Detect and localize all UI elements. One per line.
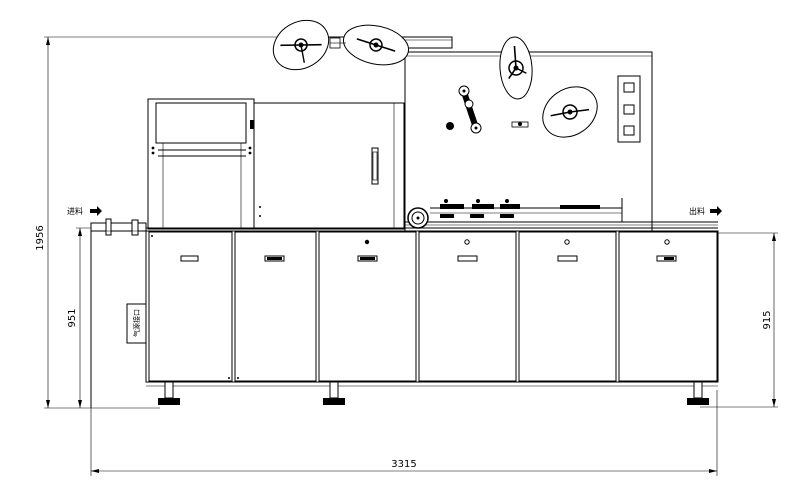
foot-right bbox=[687, 381, 709, 405]
outfeed-arrow-icon bbox=[710, 206, 722, 216]
die-cut-station bbox=[407, 198, 623, 229]
conveyor-table bbox=[90, 218, 718, 236]
reel-unwind-1 bbox=[272, 19, 330, 71]
reel-rewind-1 bbox=[499, 36, 533, 100]
dimension-right-height: 915 bbox=[700, 232, 778, 408]
air-inlet-label: 气源接口 bbox=[132, 309, 141, 337]
dimension-right-height-label: 915 bbox=[762, 310, 773, 329]
foot-middle bbox=[323, 381, 345, 405]
dimension-left-height-label: 951 bbox=[67, 308, 78, 327]
dimension-total-width-label: 3315 bbox=[391, 459, 416, 470]
cabinet-door-1 bbox=[148, 231, 233, 382]
air-inlet-plate: 气源接口 bbox=[126, 303, 147, 344]
cabinet-door-2 bbox=[234, 231, 317, 382]
center-cabinet-door bbox=[253, 102, 405, 230]
dimension-total-height-label: 1956 bbox=[35, 225, 46, 250]
outfeed-label: 出料 bbox=[689, 206, 705, 216]
outfeed-marker: 出料 bbox=[689, 206, 722, 216]
cabinet-door-6 bbox=[618, 231, 718, 382]
cabinet-door-4 bbox=[418, 231, 517, 382]
infeed-marker: 进料 bbox=[67, 206, 102, 216]
reel-unwind-2 bbox=[342, 24, 410, 66]
left-hood bbox=[147, 98, 260, 230]
infeed-label: 进料 bbox=[67, 206, 83, 216]
foot-left bbox=[158, 381, 180, 405]
unwind-linkage bbox=[329, 37, 346, 49]
reel-rewind-2 bbox=[542, 86, 598, 138]
dimension-left-height: 951 bbox=[67, 227, 96, 408]
infeed-arrow-icon bbox=[90, 206, 102, 216]
cabinet-door-3 bbox=[318, 231, 417, 382]
cabinet-door-5 bbox=[518, 231, 617, 382]
dimension-total-height: 1956 bbox=[35, 36, 320, 409]
